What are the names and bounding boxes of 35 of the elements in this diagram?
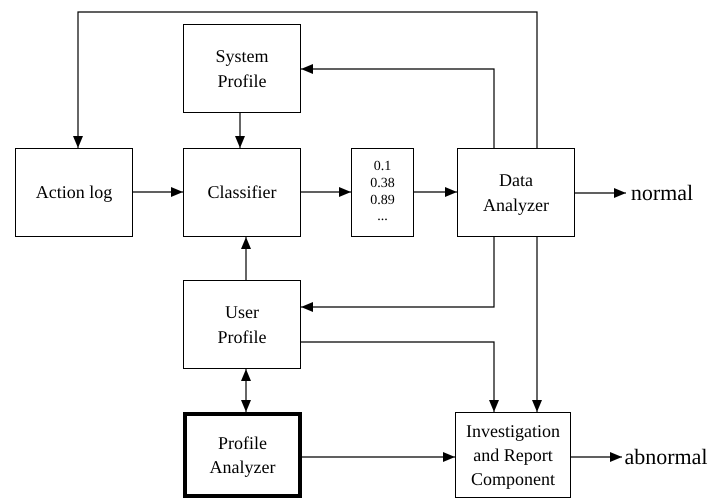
process-box [455,412,571,498]
output-label: abnormal [624,443,708,472]
score-value: 0.1 [374,158,392,176]
process-box [183,280,301,369]
arrow [414,187,457,197]
arrow [302,452,455,462]
arrow [301,187,351,197]
process-box [183,148,301,237]
arrow [575,188,626,198]
node-label: Action log [36,181,112,204]
arrow [301,341,499,412]
arrow [241,369,251,412]
process-box [183,412,302,498]
process-box [183,24,301,113]
arrow [532,237,542,412]
score-value: ... [377,209,388,226]
arrow [235,113,245,148]
arrow [571,452,622,462]
node-label: System Profile [214,45,270,92]
arrow [133,187,183,197]
node-label: Investigation and Report Component [465,420,561,492]
arrow [241,237,251,280]
node-label: Classifier [208,181,276,204]
score-value: 0.38 [370,176,395,192]
node-label: User Profile [216,301,268,348]
process-box [15,148,133,237]
process-box [457,148,575,237]
output-label: normal [630,179,694,208]
arrow [301,64,495,148]
arrow [301,237,495,312]
score-value: 0.89 [370,192,395,210]
node-label: Profile Analyzer [208,432,276,479]
score-list-box [351,148,414,237]
arrow [73,11,538,148]
node-label: Data Analyzer [482,169,550,217]
